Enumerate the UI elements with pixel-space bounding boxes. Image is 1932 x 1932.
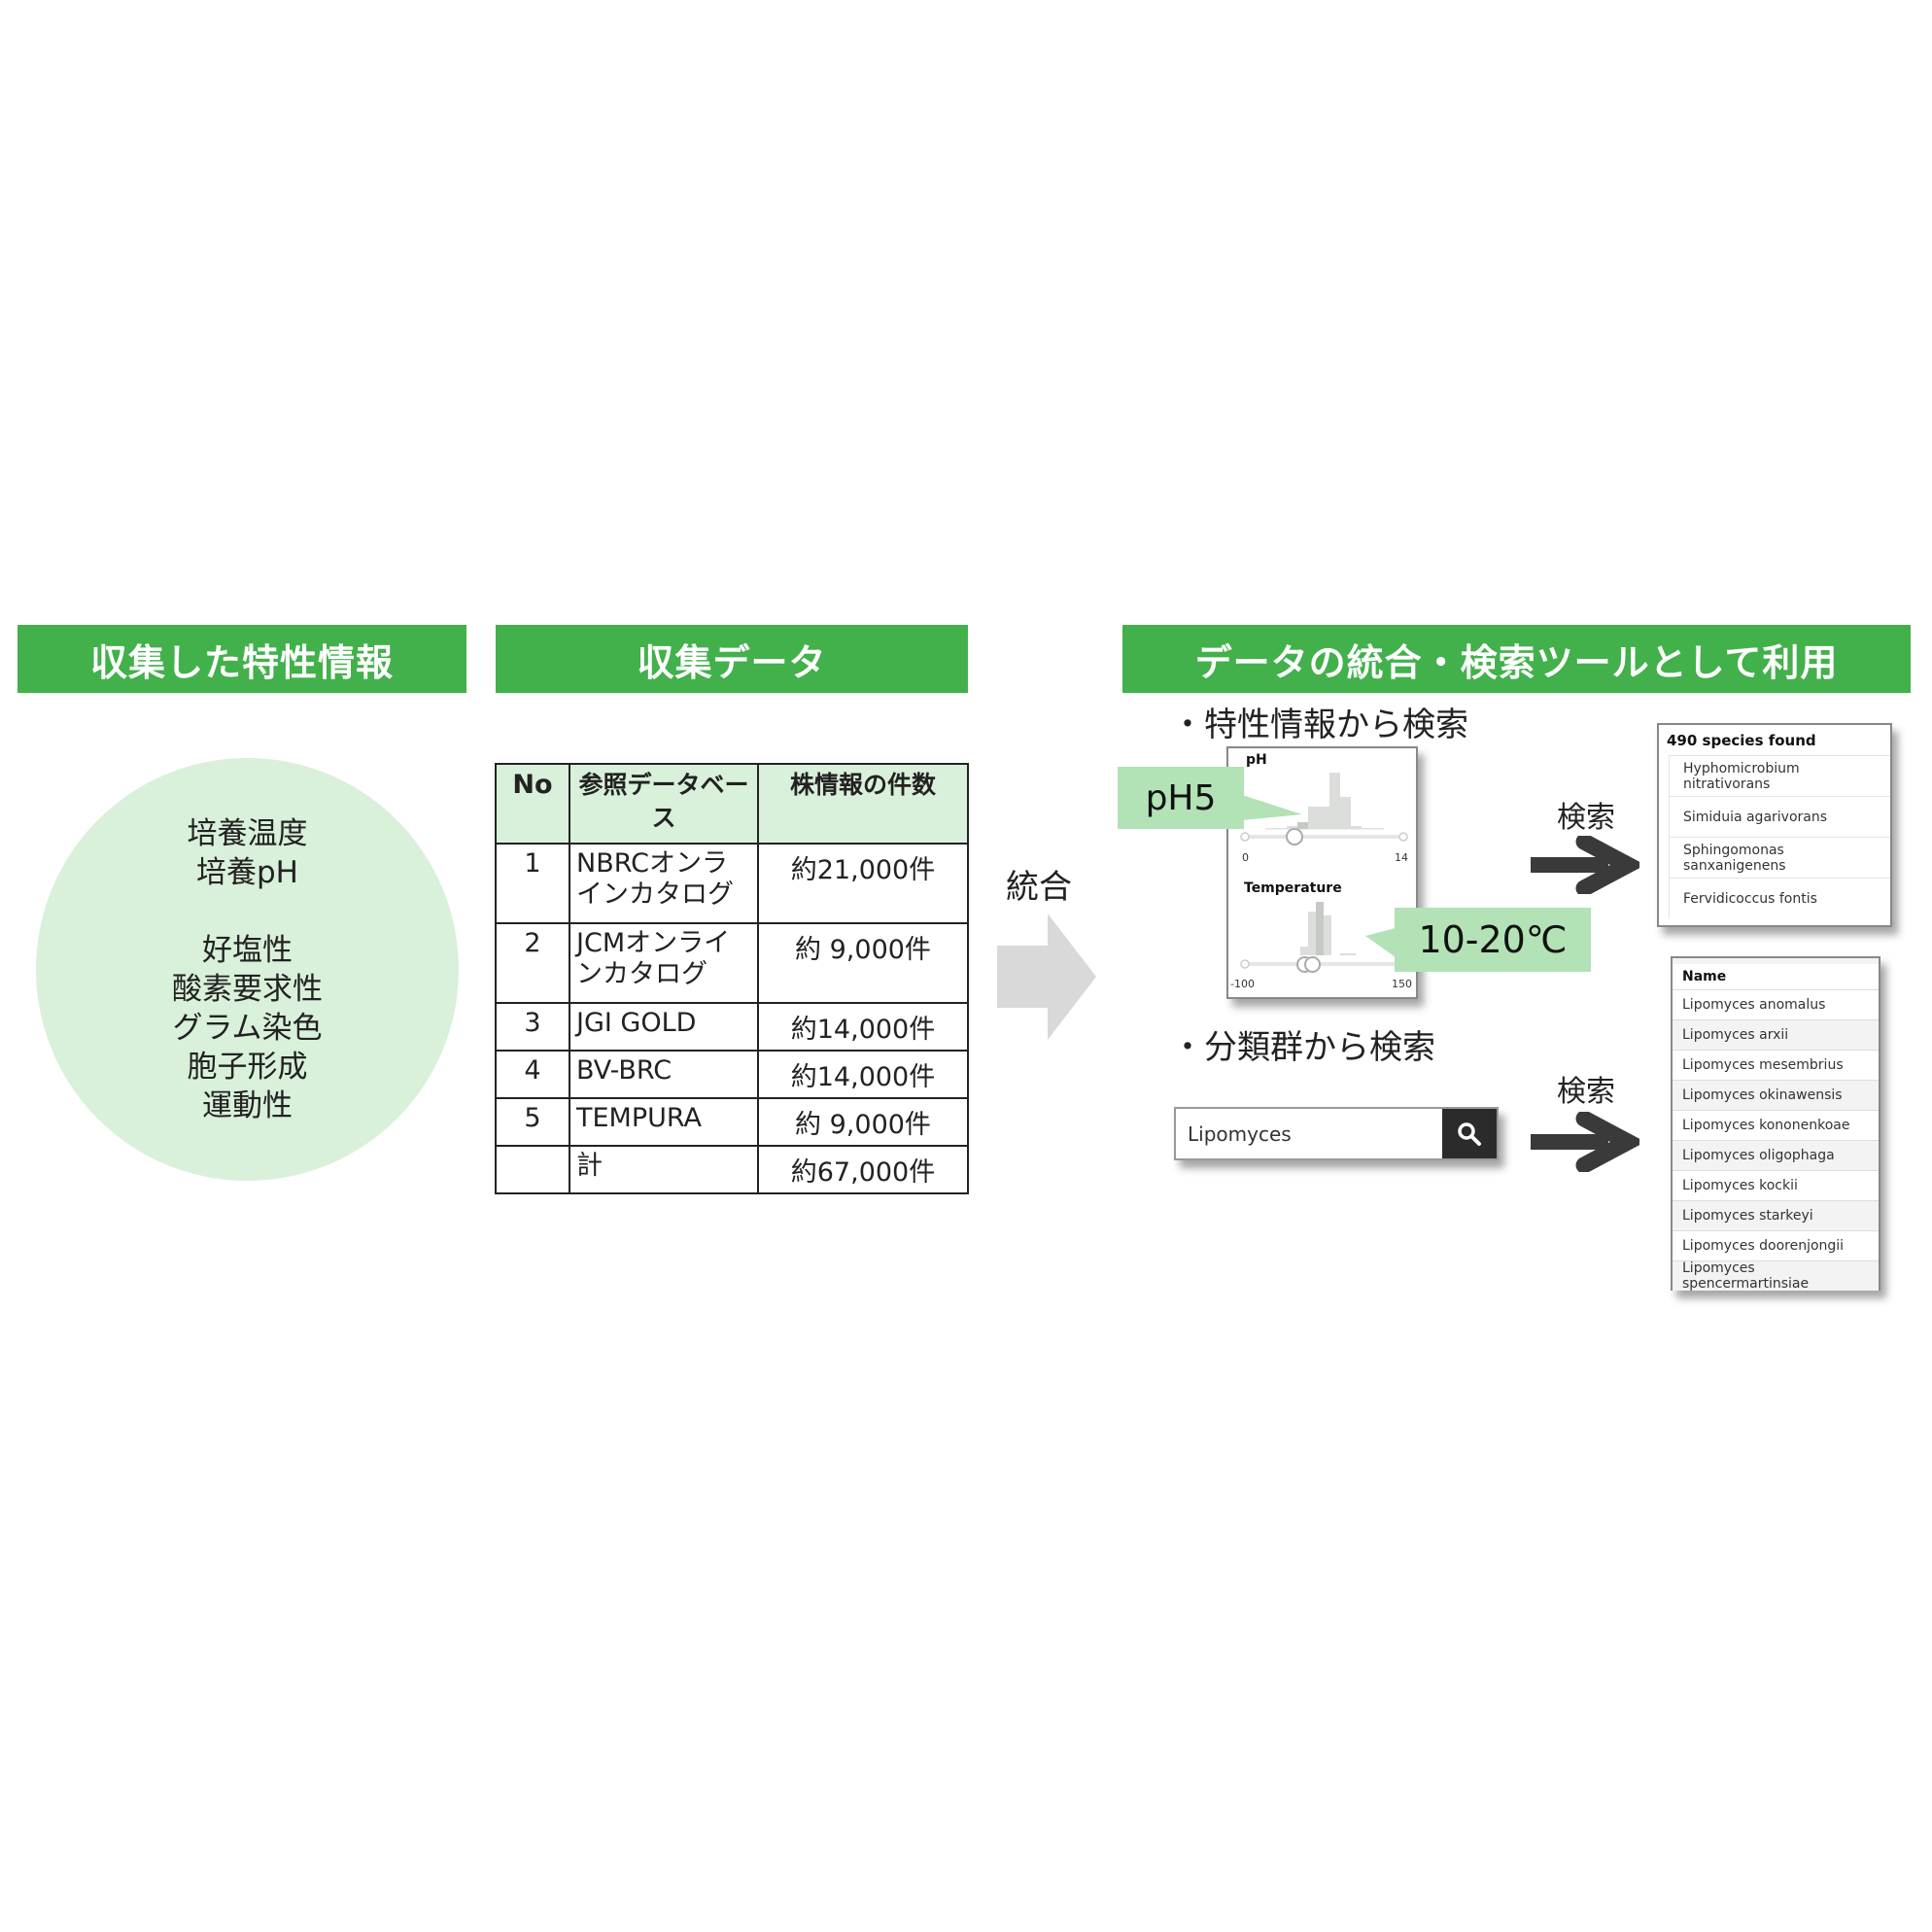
property: 酸素要求性 bbox=[172, 971, 323, 1007]
ph-histogram bbox=[1240, 773, 1408, 842]
ph-min: 0 bbox=[1242, 851, 1249, 864]
search-by-property-title: ・特性情報から検索 bbox=[1171, 706, 1468, 744]
ph-slider-handle[interactable] bbox=[1286, 828, 1303, 845]
right-arrow-icon bbox=[1531, 836, 1639, 894]
result-item[interactable]: Lipomyces doorenjongii bbox=[1673, 1230, 1879, 1260]
temperature-filter-label: Temperature bbox=[1244, 880, 1342, 896]
property: 培養pH bbox=[196, 854, 298, 890]
result-item[interactable]: Lipomyces anomalus bbox=[1673, 989, 1879, 1019]
result-item[interactable]: Lipomyces spencermartinsiae bbox=[1673, 1260, 1879, 1292]
callout-text: pH5 bbox=[1145, 777, 1217, 818]
integration-arrow-icon bbox=[997, 914, 1096, 1040]
temperature-callout: 10-20℃ bbox=[1395, 908, 1591, 972]
search-button[interactable] bbox=[1442, 1109, 1497, 1158]
result-item[interactable]: Fervidicoccus fontis bbox=[1670, 878, 1890, 918]
header-text: 収集した特性情報 bbox=[89, 640, 394, 684]
col-database: 参照データベース bbox=[569, 763, 759, 845]
temperature-min: -100 bbox=[1230, 978, 1255, 990]
results-count: 490 species found bbox=[1667, 731, 1816, 749]
cell-name: NBRCオンラインカタログ bbox=[569, 843, 759, 924]
cell-name: BV-BRC bbox=[569, 1050, 759, 1099]
cell-no: 3 bbox=[495, 1002, 570, 1052]
result-item[interactable]: Sphingomonas sanxanigenens bbox=[1670, 837, 1890, 878]
cell-count: 約21,000件 bbox=[757, 843, 969, 924]
result-item[interactable]: Simiduia agarivorans bbox=[1670, 796, 1890, 837]
header-text: データの統合・検索ツールとして利用 bbox=[1194, 640, 1839, 684]
result-item[interactable]: Lipomyces kockii bbox=[1673, 1170, 1879, 1200]
ph-callout: pH5 bbox=[1118, 767, 1244, 829]
table-row: 4 BV-BRC 約14,000件 bbox=[495, 1050, 969, 1099]
ph-filter-label: pH bbox=[1246, 752, 1267, 768]
property: 運動性 bbox=[202, 1087, 293, 1123]
cell-no: 4 bbox=[495, 1050, 570, 1099]
cell-no: 5 bbox=[495, 1097, 570, 1147]
right-arrow-icon bbox=[1531, 1112, 1639, 1172]
cell-name: TEMPURA bbox=[569, 1097, 759, 1147]
result-item[interactable]: Lipomyces oligophaga bbox=[1673, 1140, 1879, 1170]
table-row: 5 TEMPURA 約 9,000件 bbox=[495, 1097, 969, 1147]
cell-count: 約14,000件 bbox=[757, 1002, 969, 1052]
header-collected-data: 収集データ bbox=[496, 625, 968, 693]
search-arrow-label: 検索 bbox=[1557, 1075, 1615, 1109]
taxon-search-box bbox=[1174, 1107, 1499, 1160]
cell-name: JGI GOLD bbox=[569, 1002, 759, 1052]
filter-panel: pH 0 14 Temperature -100 150 bbox=[1226, 746, 1418, 999]
cell-count: 約 9,000件 bbox=[757, 1097, 969, 1147]
properties-circle: 培養温度 培養pH 好塩性 酸素要求性 グラム染色 胞子形成 運動性 bbox=[36, 758, 459, 1181]
result-item[interactable]: Lipomyces arxii bbox=[1673, 1019, 1879, 1050]
integration-label: 統合 bbox=[1006, 868, 1072, 907]
cell-no: 2 bbox=[495, 922, 570, 1004]
header-integration-tool: データの統合・検索ツールとして利用 bbox=[1122, 625, 1911, 693]
search-by-taxon-title: ・分類群から検索 bbox=[1171, 1028, 1435, 1067]
table-row: 2 JCMオンラインカタログ 約 9,000件 bbox=[495, 922, 969, 1004]
col-count: 株情報の件数 bbox=[757, 763, 969, 845]
temperature-callout-tail bbox=[1365, 928, 1396, 957]
callout-text: 10-20℃ bbox=[1418, 918, 1568, 961]
cell-name: JCMオンラインカタログ bbox=[569, 922, 759, 1004]
result-item[interactable]: Lipomyces mesembrius bbox=[1673, 1050, 1879, 1080]
ph-max: 14 bbox=[1395, 851, 1408, 864]
result-item[interactable]: Lipomyces kononenkoae bbox=[1673, 1110, 1879, 1140]
table-row: 1 NBRCオンラインカタログ 約21,000件 bbox=[495, 843, 969, 924]
table-header-row: No 参照データベース 株情報の件数 bbox=[495, 763, 969, 845]
ph-callout-tail bbox=[1242, 795, 1302, 820]
property: 好塩性 bbox=[202, 932, 293, 968]
table-row-total: 計 約67,000件 bbox=[495, 1145, 969, 1194]
magnifier-icon bbox=[1458, 1121, 1481, 1146]
table-row: 3 JGI GOLD 約14,000件 bbox=[495, 1002, 969, 1052]
result-item[interactable]: Lipomyces starkeyi bbox=[1673, 1200, 1879, 1230]
database-table: No 参照データベース 株情報の件数 1 NBRCオンラインカタログ 約21,0… bbox=[495, 763, 969, 1194]
taxon-search-input[interactable] bbox=[1176, 1109, 1438, 1158]
temperature-histogram bbox=[1240, 902, 1404, 969]
result-item[interactable]: Hyphomicrobium nitrativorans bbox=[1670, 755, 1890, 796]
cell-count: 約67,000件 bbox=[757, 1145, 969, 1194]
cell-name: 計 bbox=[569, 1145, 759, 1194]
header-collected-properties: 収集した特性情報 bbox=[17, 625, 466, 693]
cell-count: 約14,000件 bbox=[757, 1050, 969, 1099]
header-text: 収集データ bbox=[637, 640, 827, 684]
taxon-results-panel: Name Lipomyces anomalus Lipomyces arxii … bbox=[1671, 956, 1880, 1292]
cell-count: 約 9,000件 bbox=[757, 922, 969, 1004]
property: 培養温度 bbox=[187, 815, 308, 851]
temperature-slider-handle-max[interactable] bbox=[1304, 956, 1321, 973]
result-item[interactable]: Lipomyces okinawensis bbox=[1673, 1080, 1879, 1110]
cell-no bbox=[495, 1145, 570, 1194]
cell-no: 1 bbox=[495, 843, 570, 924]
results-column-header: Name bbox=[1682, 969, 1727, 984]
temperature-max: 150 bbox=[1392, 978, 1412, 990]
property: 胞子形成 bbox=[187, 1049, 308, 1085]
search-arrow-label: 検索 bbox=[1557, 801, 1615, 835]
col-no: No bbox=[495, 763, 570, 845]
property-results-panel: 490 species found Hyphomicrobium nitrati… bbox=[1657, 723, 1892, 927]
property: グラム染色 bbox=[172, 1010, 323, 1046]
